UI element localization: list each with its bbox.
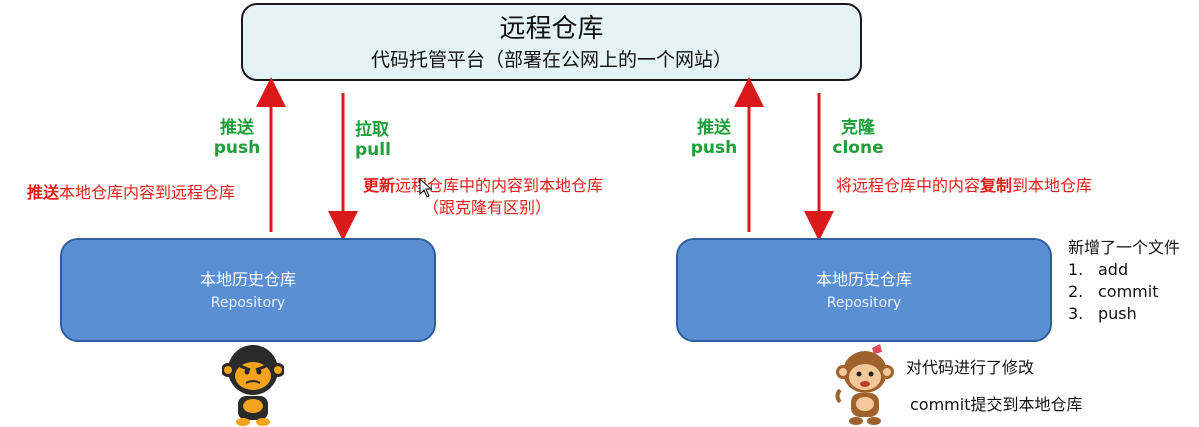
clone-desc-post: 到本地仓库 xyxy=(1012,176,1093,195)
step-item: 1.add xyxy=(1068,260,1129,279)
clone-desc-pre: 将远程仓库中的内容 xyxy=(836,176,981,195)
clone-desc-right: 将远程仓库中的内容复制到本地仓库 xyxy=(836,176,1092,196)
pull-en-left: pull xyxy=(355,140,391,160)
remote-title: 远程仓库 xyxy=(499,14,604,44)
push-cn-left: 推送 xyxy=(220,118,254,138)
local-repository-box-left: 本地历史仓库 Repository xyxy=(60,238,436,342)
pull-desc-rest: 远程仓库中的内容到本地仓库 xyxy=(395,176,604,195)
push-cn-right: 推送 xyxy=(697,118,731,138)
remote-subtitle: 代码托管平台（部署在公网上的一个网站） xyxy=(370,49,732,71)
push-desc-rest: 本地仓库内容到远程仓库 xyxy=(59,183,236,202)
push-label-left: 推送 push xyxy=(205,118,269,158)
local-title-left: 本地历史仓库 xyxy=(199,270,296,289)
push-desc-bold: 推送 xyxy=(27,183,60,202)
clone-cn-right: 克隆 xyxy=(841,118,875,138)
step-item: 3.push xyxy=(1068,304,1137,323)
push-desc-left: 推送本地仓库内容到远程仓库 xyxy=(27,183,235,203)
push-label-right: 推送 push xyxy=(682,118,746,158)
pull-desc-bold: 更新 xyxy=(363,176,396,195)
local-repository-box-right: 本地历史仓库 Repository xyxy=(676,238,1052,342)
steps-list: 1.add 2.commit 3.push xyxy=(1068,259,1180,325)
cursor-icon xyxy=(419,178,433,198)
pull-label-left: 拉取 pull xyxy=(355,120,409,160)
monkey-brown-icon xyxy=(835,344,894,425)
push-en-right: push xyxy=(690,138,738,158)
monkey-dark-icon xyxy=(222,345,284,426)
clone-desc-bold: 复制 xyxy=(980,176,1013,195)
push-en-left: push xyxy=(213,138,261,158)
remote-repository-box: 远程仓库 代码托管平台（部署在公网上的一个网站） xyxy=(241,3,862,81)
local-title-right: 本地历史仓库 xyxy=(815,270,912,289)
pull-desc-note: （跟克隆有区别） xyxy=(423,198,552,217)
modify-note: 对代码进行了修改 xyxy=(906,358,1035,377)
commit-note: commit提交到本地仓库 xyxy=(910,395,1083,414)
new-file-title: 新增了一个文件 xyxy=(1068,238,1181,257)
clone-label-right: 克隆 clone xyxy=(826,118,890,158)
local-subtitle-right: Repository xyxy=(826,295,902,311)
local-subtitle-left: Repository xyxy=(210,295,286,311)
clone-en-right: clone xyxy=(832,138,884,158)
step-item: 2.commit xyxy=(1068,282,1159,301)
new-file-steps: 新增了一个文件 1.add 2.commit 3.push xyxy=(1068,237,1180,325)
pull-cn-left: 拉取 xyxy=(355,120,389,140)
pull-desc-left: 更新远程仓库中的内容到本地仓库 xyxy=(363,176,603,196)
